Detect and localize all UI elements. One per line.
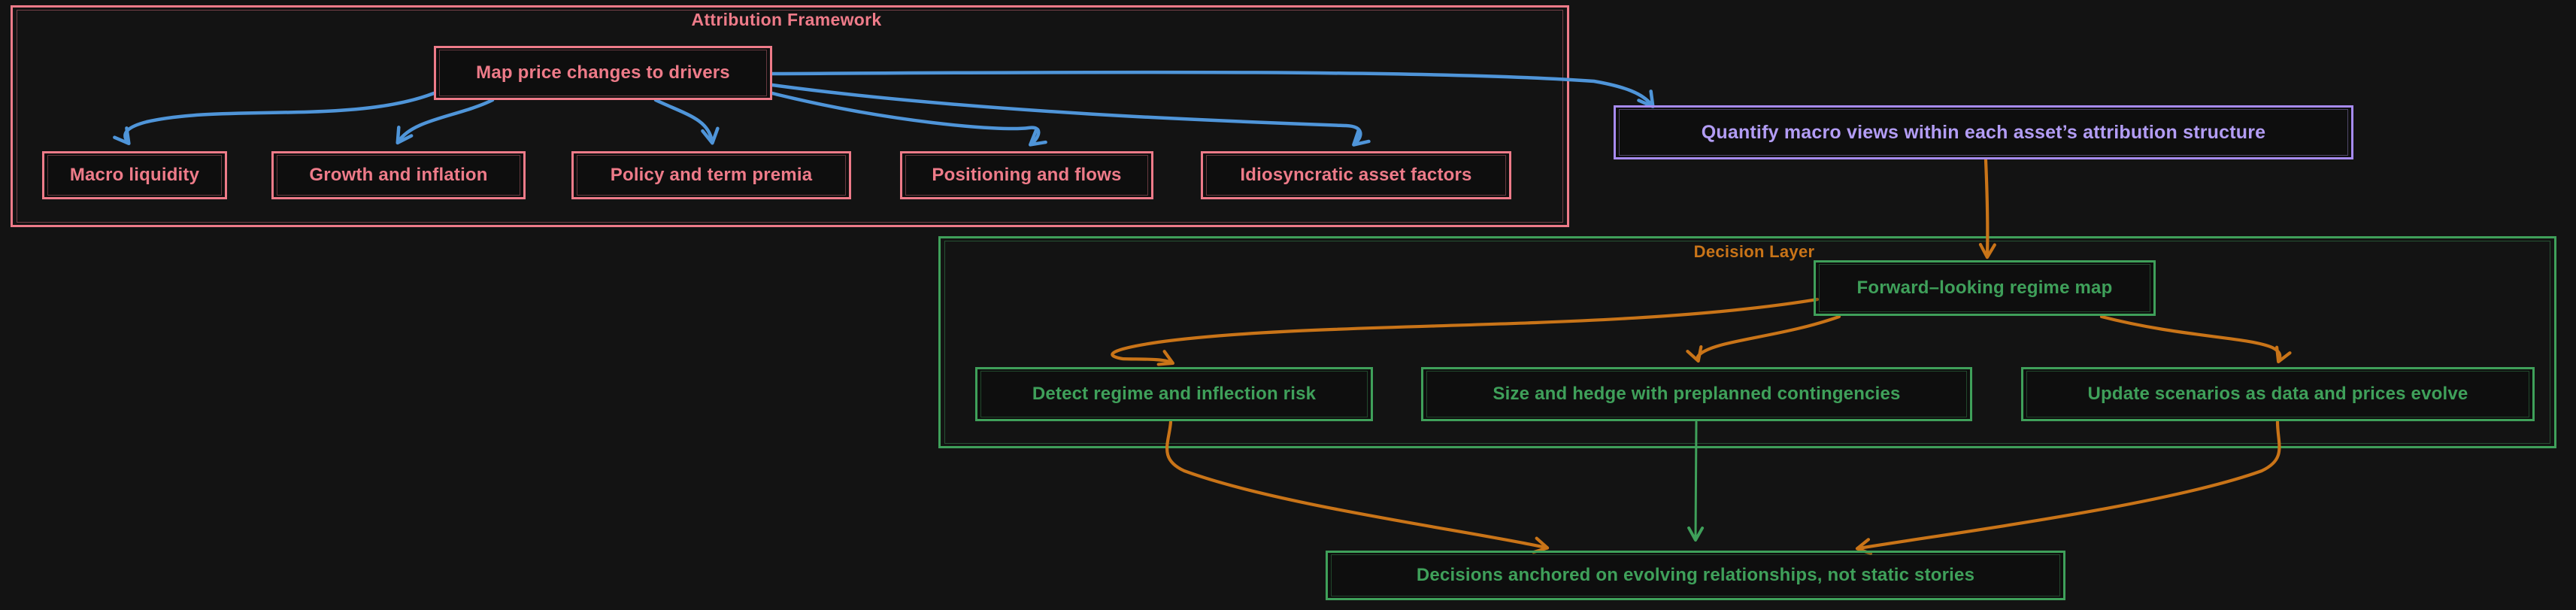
node-size-and-hedge-contingencies: Size and hedge with preplanned contingen…	[1421, 367, 1972, 421]
node-macro-liquidity: Macro liquidity	[42, 151, 227, 199]
node-label: Forward–looking regime map	[1856, 278, 2113, 299]
node-label: Detect regime and inflection risk	[1032, 384, 1317, 405]
node-label: Map price changes to drivers	[476, 62, 730, 83]
node-label: Size and hedge with preplanned contingen…	[1493, 384, 1901, 405]
node-label: Quantify macro views within each asset’s…	[1701, 121, 2266, 143]
node-quantify-macro-views: Quantify macro views within each asset’s…	[1614, 105, 2353, 159]
node-positioning-and-flows: Positioning and flows	[900, 151, 1153, 199]
attribution-framework-container	[11, 5, 1569, 227]
decision-layer-title: Decision Layer	[1693, 242, 1815, 261]
node-label: Positioning and flows	[932, 165, 1122, 186]
node-detect-regime-inflection-risk: Detect regime and inflection risk	[975, 367, 1373, 421]
node-label: Decisions anchored on evolving relations…	[1416, 565, 1975, 586]
attribution-framework-title: Attribution Framework	[691, 10, 882, 29]
node-idiosyncratic-asset-factors: Idiosyncratic asset factors	[1201, 151, 1511, 199]
node-label: Macro liquidity	[69, 165, 200, 186]
node-update-scenarios: Update scenarios as data and prices evol…	[2021, 367, 2535, 421]
node-label: Policy and term premia	[610, 165, 813, 186]
decision-layer-container	[938, 236, 2556, 448]
node-label: Idiosyncratic asset factors	[1240, 165, 1472, 186]
node-forward-looking-regime-map: Forward–looking regime map	[1814, 260, 2156, 316]
node-decisions-anchored-outcome: Decisions anchored on evolving relations…	[1326, 551, 2065, 600]
node-map-price-changes: Map price changes to drivers	[434, 46, 772, 100]
node-label: Update scenarios as data and prices evol…	[2087, 384, 2468, 405]
node-policy-and-term-premia: Policy and term premia	[571, 151, 851, 199]
node-growth-and-inflation: Growth and inflation	[271, 151, 526, 199]
node-label: Growth and inflation	[309, 165, 488, 186]
